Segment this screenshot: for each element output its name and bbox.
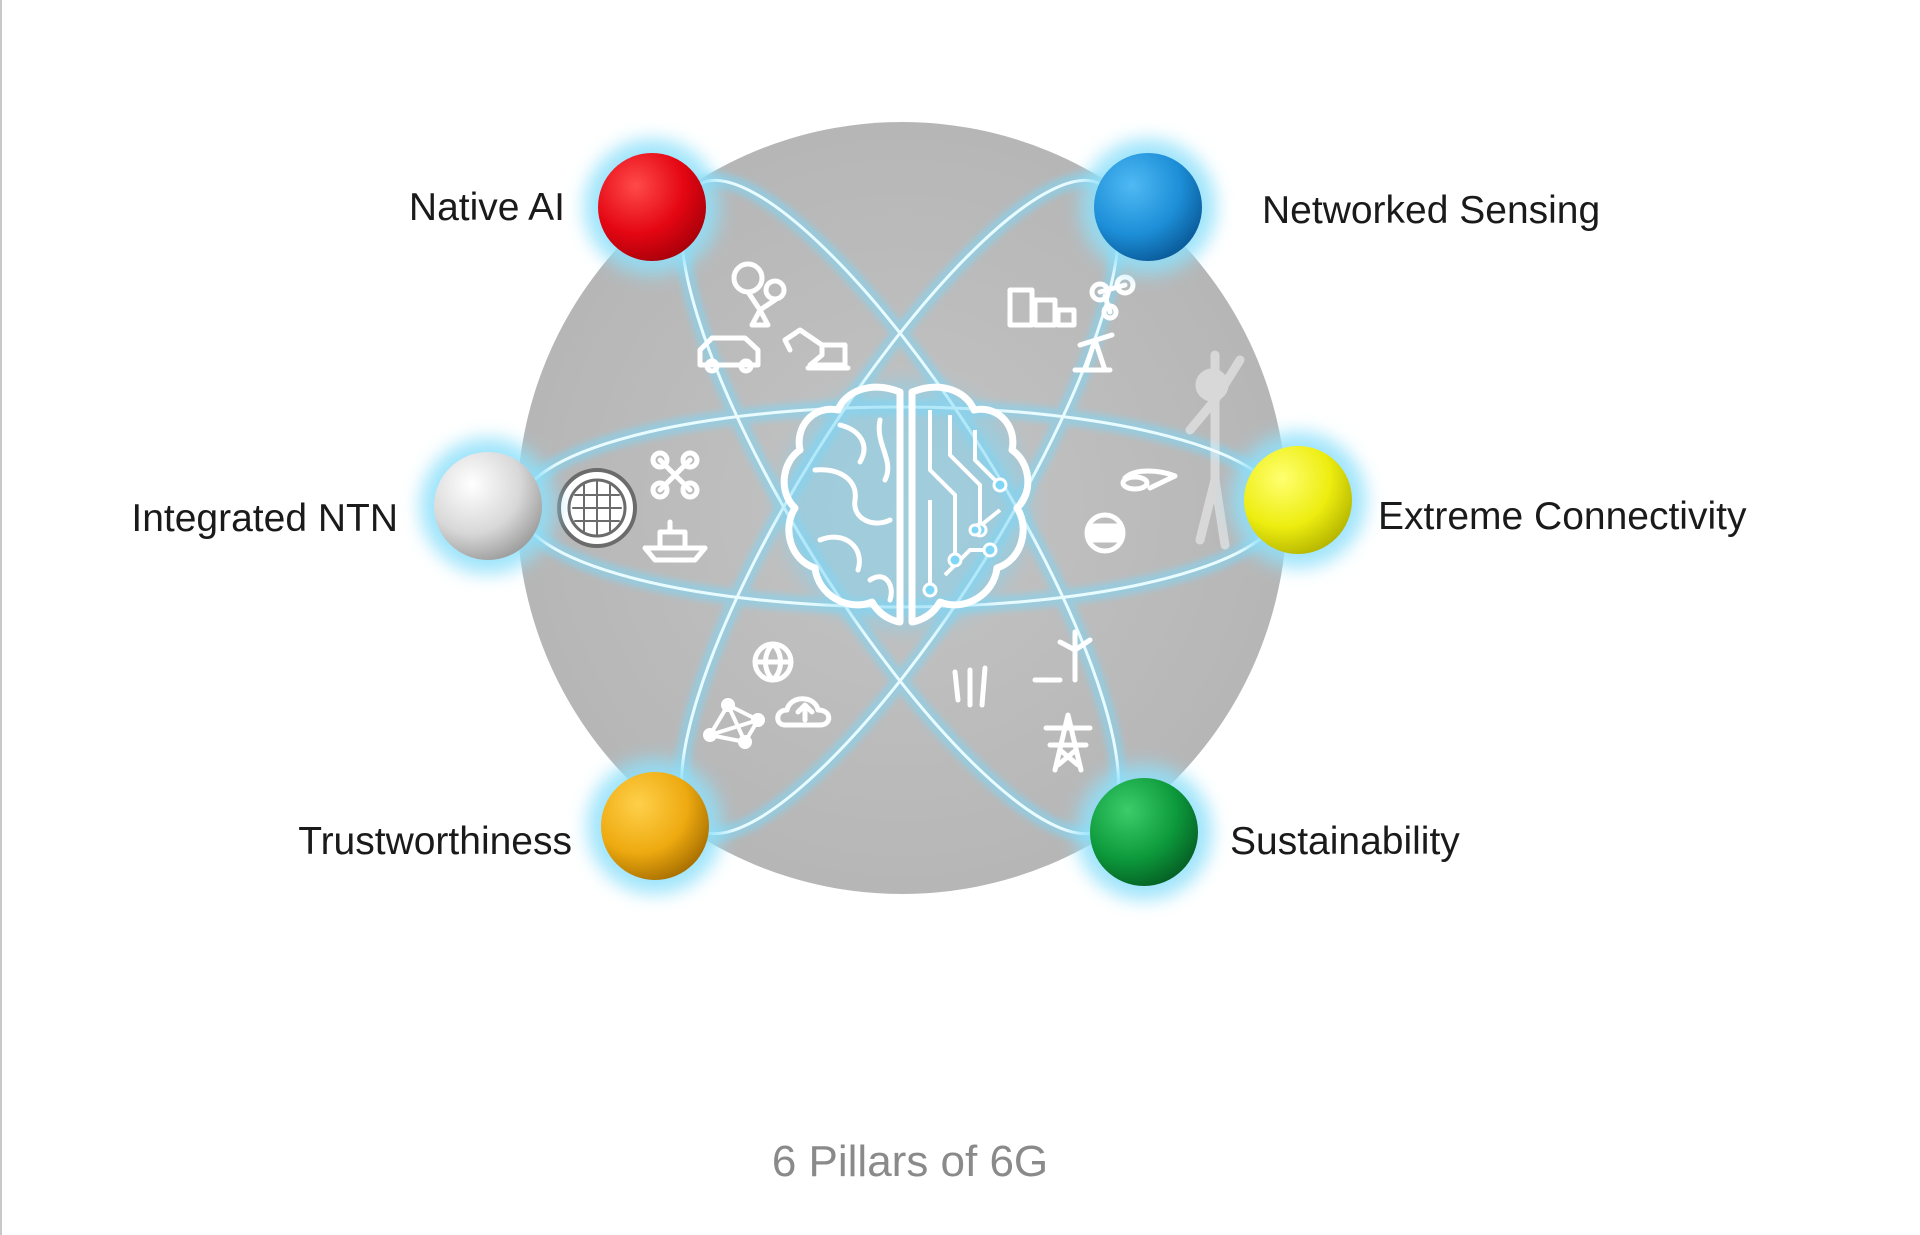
hologram-person-icon xyxy=(1185,350,1245,550)
pillar-label-native-ai: Native AI xyxy=(408,186,565,229)
car-icon xyxy=(697,335,761,374)
network-mesh-icon xyxy=(703,698,765,749)
drone-icon xyxy=(650,450,700,500)
frame-edge xyxy=(0,0,2,1235)
oil-pump-icon xyxy=(1072,332,1115,373)
buildings-icon xyxy=(1007,287,1077,328)
globe-icon xyxy=(752,641,794,683)
pillar-label-integrated-ntn: Integrated NTN xyxy=(131,497,398,540)
robot-arm-icon xyxy=(731,261,787,328)
pillar-sphere-integrated-ntn xyxy=(420,438,556,574)
wind-turbine-icon xyxy=(1032,629,1093,683)
pillar-sphere-networked-sensing xyxy=(1080,139,1216,275)
pillar-sphere-extreme-connectivity xyxy=(1230,432,1366,568)
excavator-icon xyxy=(782,327,851,371)
cloud-upload-icon xyxy=(775,696,832,728)
vr-headset-icon xyxy=(1084,512,1126,554)
pillar-sphere-sustainability xyxy=(1076,764,1212,900)
ar-glasses-icon xyxy=(1120,468,1178,492)
pillar-label-networked-sensing: Networked Sensing xyxy=(1262,189,1601,232)
wheat-icon xyxy=(952,665,988,708)
drone-icon xyxy=(1089,274,1136,321)
pillar-spheres xyxy=(420,139,1366,900)
satellite-dish-icon xyxy=(557,468,637,548)
ship-icon xyxy=(642,519,708,563)
pillar-label-extreme-connectivity: Extreme Connectivity xyxy=(1378,495,1747,538)
pillar-label-trustworthiness: Trustworthiness xyxy=(298,820,572,863)
diagram-caption: 6 Pillars of 6G xyxy=(771,1137,1049,1186)
power-tower-icon xyxy=(1043,712,1093,773)
pillar-sphere-trustworthiness xyxy=(587,758,723,894)
pillar-label-sustainability: Sustainability xyxy=(1230,820,1460,863)
brain-circuit-icon xyxy=(780,380,1032,630)
pillar-sphere-native-ai xyxy=(584,139,720,275)
